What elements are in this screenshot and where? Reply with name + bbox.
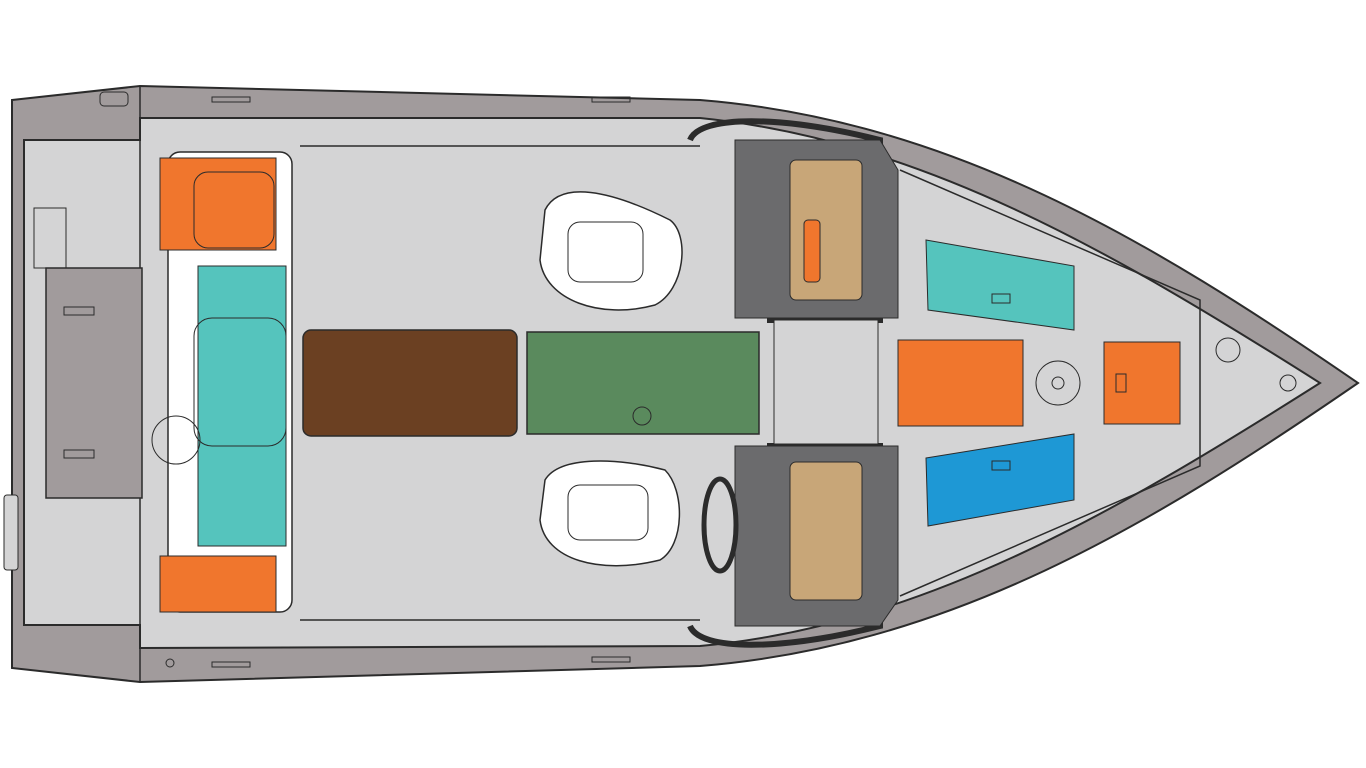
latch-icon bbox=[991, 460, 1011, 471]
seat-outline bbox=[193, 171, 275, 249]
captain-seat-bottom[interactable] bbox=[539, 460, 681, 567]
rail-cleat bbox=[165, 658, 175, 668]
bow-hatch-blue[interactable] bbox=[925, 433, 1075, 527]
hatch-knob bbox=[632, 406, 652, 426]
rail-cleat bbox=[591, 96, 631, 103]
bow-cleat bbox=[1215, 337, 1241, 363]
trolling-motor-pivot bbox=[1051, 376, 1065, 390]
console-panel-top[interactable] bbox=[789, 159, 863, 301]
steering-wheel[interactable] bbox=[701, 476, 739, 574]
rear-seat-right[interactable] bbox=[159, 555, 277, 613]
inner-deck-line bbox=[300, 145, 1201, 621]
walkthrough-passage bbox=[773, 319, 879, 445]
transom-handle bbox=[3, 494, 19, 571]
trolling-motor-base bbox=[1035, 360, 1081, 406]
throttle-handle[interactable] bbox=[803, 219, 821, 283]
pedestal-base bbox=[151, 415, 201, 465]
bow-storage-orange[interactable] bbox=[897, 339, 1024, 427]
seat-outline bbox=[193, 317, 287, 447]
transom-step bbox=[33, 207, 67, 269]
transom-storage bbox=[45, 267, 143, 499]
rear-seat-left[interactable] bbox=[159, 157, 277, 251]
rail-cleat bbox=[211, 661, 251, 668]
livewell-hatch-green[interactable] bbox=[526, 331, 760, 435]
bow-eye bbox=[1279, 374, 1297, 392]
rail-cleat bbox=[591, 656, 631, 663]
latch-icon bbox=[1115, 373, 1127, 393]
storage-hatch-brown[interactable] bbox=[302, 329, 518, 437]
rail-cleat bbox=[99, 91, 129, 107]
rear-bench-cushion[interactable] bbox=[197, 265, 287, 547]
latch-icon bbox=[63, 449, 95, 459]
rail-cleat bbox=[211, 96, 251, 103]
latch-icon bbox=[63, 306, 95, 316]
bow-hatch-teal[interactable] bbox=[925, 239, 1075, 331]
console-panel-bottom[interactable] bbox=[789, 461, 863, 601]
latch-icon bbox=[991, 293, 1011, 304]
anchor-locker-orange[interactable] bbox=[1103, 341, 1181, 425]
captain-seat-top[interactable] bbox=[539, 191, 683, 311]
